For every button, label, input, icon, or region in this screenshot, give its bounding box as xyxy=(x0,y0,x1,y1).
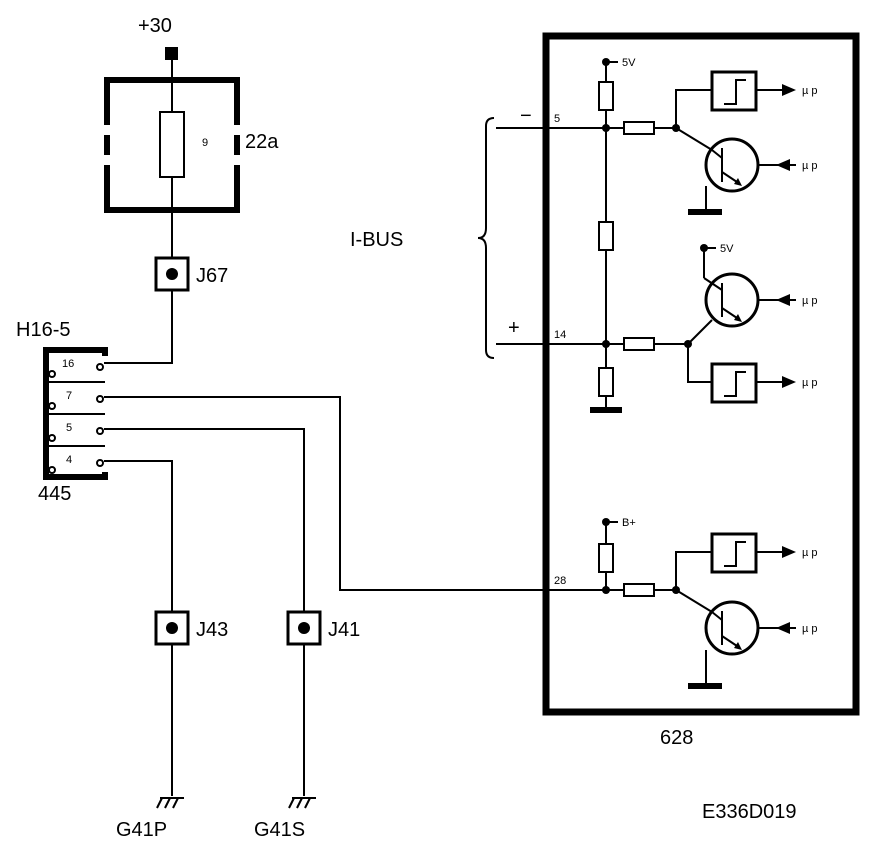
ground-icon xyxy=(288,797,316,809)
schmitt-trigger-icon xyxy=(710,532,758,574)
module-label: 628 xyxy=(660,727,693,749)
wire-pin7-to-28 xyxy=(104,396,606,591)
supply-terminal-icon xyxy=(165,47,178,60)
wire xyxy=(675,127,713,151)
module-628-box xyxy=(542,32,860,716)
resistor-icon xyxy=(623,337,655,351)
wire xyxy=(687,319,713,345)
ibus-brace xyxy=(477,117,495,359)
pin-label: 5 xyxy=(66,422,72,434)
resistor-icon xyxy=(623,583,655,597)
arrow-icon xyxy=(776,622,790,634)
j43-label: J43 xyxy=(196,619,228,641)
resistor-icon xyxy=(598,221,614,251)
splice-icon xyxy=(154,610,190,646)
schmitt-trigger-icon xyxy=(710,362,758,404)
resistor-icon xyxy=(598,543,614,573)
pin-label: 16 xyxy=(62,358,74,370)
j67-label: J67 xyxy=(196,265,228,287)
fuse-number: 9 xyxy=(202,137,208,149)
schmitt-trigger-icon xyxy=(710,70,758,112)
j41-label: J41 xyxy=(328,619,360,641)
wire-pin5-to-j41 xyxy=(104,428,305,612)
arrow-icon xyxy=(782,546,796,558)
ibus-label: I-BUS xyxy=(350,229,403,251)
transistor-icon xyxy=(704,137,760,193)
splice-icon xyxy=(286,610,322,646)
wire xyxy=(687,344,712,383)
supply-label: +30 xyxy=(138,15,172,37)
resistor-icon xyxy=(598,81,614,111)
resistor-icon xyxy=(598,367,614,397)
ground-g41p-label: G41P xyxy=(116,819,167,841)
arrow-icon xyxy=(776,294,790,306)
bplus-label: B+ xyxy=(622,517,636,529)
arrow-icon xyxy=(782,84,796,96)
module-pin-label: 5 xyxy=(554,113,560,125)
wire xyxy=(675,589,713,613)
wire-j67-pin16 xyxy=(104,290,173,364)
ground-icon xyxy=(156,797,184,809)
connector-label: H16-5 xyxy=(16,319,70,341)
mu-label: µ p xyxy=(802,377,818,389)
fuse-ref-label: 22a xyxy=(245,131,279,153)
wire xyxy=(675,551,712,590)
transistor-icon xyxy=(703,272,760,328)
connector-h16-5 xyxy=(43,347,108,480)
arrow-icon xyxy=(776,159,790,171)
connector-ref-label: 445 xyxy=(38,483,71,505)
ground-g41s-label: G41S xyxy=(254,819,305,841)
wire-pin4-to-j43 xyxy=(104,460,173,612)
pin-label: 4 xyxy=(66,454,72,466)
ibus-plus-label: + xyxy=(508,317,520,339)
supply-5v-label: 5V xyxy=(720,243,734,255)
transistor-icon xyxy=(704,600,760,656)
mu-label: µ p xyxy=(802,295,818,307)
fuse-icon xyxy=(159,111,185,178)
module-pin-label: 14 xyxy=(554,329,566,341)
wire xyxy=(675,89,712,128)
pin-label: 7 xyxy=(66,390,72,402)
splice-icon xyxy=(154,256,190,292)
resistor-icon xyxy=(623,121,655,135)
arrow-icon xyxy=(782,376,796,388)
mu-label: µ p xyxy=(802,547,818,559)
mu-label: µ p xyxy=(802,85,818,97)
ibus-minus-label: − xyxy=(520,105,532,127)
mu-label: µ p xyxy=(802,160,818,172)
supply-5v-label: 5V xyxy=(622,57,636,69)
module-pin-label: 28 xyxy=(554,575,566,587)
diagram-code: E336D019 xyxy=(702,801,797,823)
mu-label: µ p xyxy=(802,623,818,635)
